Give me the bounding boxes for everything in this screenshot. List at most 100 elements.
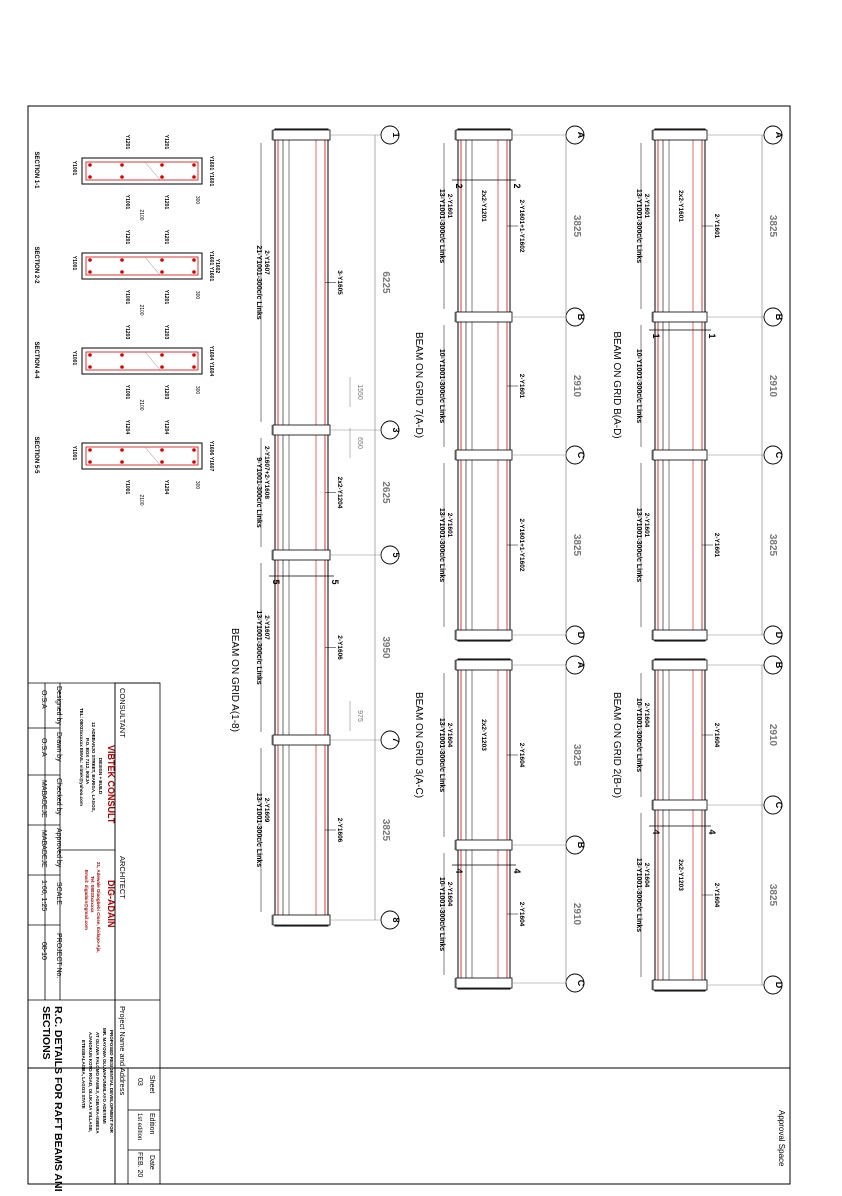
beams-group: ABCD3825291038252-Y16012x2-Y16012-Y16011…: [229, 125, 784, 995]
consultant-line-2: P.O. BOX 7112, IKEJA: [85, 738, 90, 785]
project-line-3: AT OLUWA FALOMO FAMILY, AGBARA-IGBESA: [95, 1032, 100, 1134]
beam-grid2-span-dim-0: 2910: [767, 724, 778, 747]
beam-gridA-subdim-2: 975: [356, 710, 363, 722]
beam-grid7: ABCD3825291038252-Y1601+1-Y16022x2-Y1201…: [413, 125, 586, 645]
beam-grid3-grid-label-0: A: [576, 662, 586, 669]
project-line-1: PROPOSED RESIDENTIAL DEVELOPMENT FOR: [109, 1030, 114, 1134]
section-1-right-bar-1: Y1001: [124, 290, 130, 305]
section-0-links: [85, 161, 199, 181]
beam-gridA-top-bar-label-0: 3-Y1605: [336, 270, 343, 295]
section-0-width-dim: 2100: [138, 209, 144, 220]
beam-gridA-span-dim-3: 3825: [380, 819, 391, 842]
section-0-bar-top-2: [160, 163, 164, 167]
section-2-left-bar-2: Y1203: [163, 325, 169, 340]
beam-gridB-grid-bubble-1: [763, 307, 783, 327]
section-0-right-bar-2: Y1201: [163, 195, 169, 210]
beam-gridA-grid-label-3: 7: [391, 737, 401, 742]
sheet-label: Sheet: [148, 1075, 155, 1093]
beam-gridB-grid-label-3: D: [774, 632, 784, 639]
beam-gridA-bottom-bar-label-2: 2-Y1607: [263, 615, 270, 640]
beam-grid7-grid-label-2: C: [576, 452, 586, 459]
beam-gridB-span-dim-0: 3825: [767, 215, 778, 238]
section-2-bar-top-2: [160, 353, 164, 357]
section-0-links-label: Y1001: [71, 161, 77, 176]
beam-gridA-links-label-3: 13-Y1001-300c/c Links: [255, 793, 262, 867]
beam-grid3-bottom-bar-label-1: 2-Y1604: [446, 882, 453, 907]
beam-gridA-bottom-bar-label-3: 2-Y1609: [263, 798, 270, 823]
beam-grid7-links-label-2: 13-Y1001-300c/c Links: [438, 508, 445, 582]
drawing-title: R.C. DETAILS FOR RAFT BEAMS AND SECTIONS: [40, 1006, 64, 1191]
beam-grid7-bottom-bar-label-0: 2-Y1601: [446, 194, 453, 219]
section-2-links: [85, 351, 199, 371]
beam-gridA-grid-label-0: 1: [391, 132, 401, 137]
beam-gridA-grid-label-2: 5: [391, 552, 401, 557]
section-0-depth-dim: 300: [194, 196, 200, 205]
section-0-bar-bot-3: [192, 175, 196, 179]
beam-gridB-grid-label-1: B: [774, 314, 784, 321]
section-0-left-bar-1: Y1201: [124, 135, 130, 150]
section-1-left-bar-1: Y1201: [124, 230, 130, 245]
section-3-bar-top-0: [88, 448, 92, 452]
section-3-bar-bot-0: [88, 460, 92, 464]
checked-by-label: Checked by: [55, 778, 62, 815]
section-2-right-bar-1: Y1001: [124, 385, 130, 400]
scale-value: 1:60, 1:25: [40, 880, 47, 911]
section-0-bar-bot-0: [88, 175, 92, 179]
approved-by-label: Approved by: [55, 828, 62, 868]
beam-grid3-links-label-0: 13-Y1001-300c/c Links: [438, 718, 445, 792]
beam-gridB-top-bar-label-2: 2-Y1601: [713, 533, 720, 558]
section-3-left-bar-2: Y1204: [163, 420, 169, 435]
beam-gridA-links-label-1: 9-Y1001-300c/c Links: [255, 457, 262, 528]
beam-grid2-grid-bubble-2: [763, 975, 783, 995]
beam-grid2-column-0: [652, 659, 708, 671]
beam-gridA-column-0: [272, 129, 331, 141]
beam-grid3-span-dim-1: 2910: [571, 903, 582, 926]
section-1-bar-bot-2: [160, 270, 164, 274]
beam-gridB-outline: [654, 128, 706, 642]
beam-grid7-top-bar-label-0: 2-Y1601+1-Y1602: [518, 200, 525, 253]
beam-gridA-span-dim-2: 3950: [380, 636, 391, 659]
architect-line-1: 21, Adewale Olaogbebi Close, Ibidapo-Aja…: [96, 862, 101, 953]
beam-grid2-top-bar-label-1: 2-Y1604: [713, 883, 720, 908]
drawn-by-label: Drawn by: [55, 732, 62, 762]
edition-value: 1st edition: [136, 1113, 142, 1140]
beam-grid7-bottom-bar-label-2: 2-Y1601: [446, 513, 453, 538]
beam-gridB-span-dim-2: 3825: [767, 534, 778, 557]
architect-line-3: Email: digadain@gmail.com: [84, 870, 89, 930]
architect-line-2: Tel: 08033xxxxxx: [90, 876, 95, 913]
section-1-links: [85, 256, 199, 276]
section-0-bar-bot-1: [120, 175, 124, 179]
section-2-width-dim: 2100: [138, 399, 144, 410]
beam-gridB-links-label-1: 10-Y1001-300c/c Links: [635, 349, 642, 423]
section-3-bar-top-2: [160, 448, 164, 452]
beam-gridA-top-bar-label-3: 2-Y1606: [336, 818, 343, 843]
beam-grid3-title: BEAM ON GRID 3(A-C): [413, 692, 424, 798]
sheet-border: [27, 105, 791, 1185]
beam-grid7-span-dim-2: 3825: [571, 534, 582, 557]
beam-gridA-subdim-0: 1550: [356, 384, 363, 400]
section-3-bar-bot-2: [160, 460, 164, 464]
section-2-outline: [81, 347, 203, 375]
consultant-label: CONSULTANT: [118, 688, 127, 738]
designed-by-value: O.S.A: [40, 690, 47, 709]
beam-gridB-bottom-bar-label-0: 2-Y1601: [643, 194, 650, 219]
beam-gridB-grid-bubble-2: [763, 445, 783, 465]
architect-name: DIG-ADAIN: [106, 880, 116, 928]
beam-gridB-top-bar-label-0: 2-Y1601: [713, 214, 720, 239]
beam-gridA-outline: [274, 128, 329, 927]
section-1-top-label: Y1601: [208, 251, 214, 266]
beam-grid7-column-0: [455, 129, 513, 141]
section-2-bar-top-3: [192, 353, 196, 357]
scale-label: SCALE: [55, 882, 62, 905]
beam-gridB-links-label-0: 13-Y1001-300c/c Links: [635, 189, 642, 263]
beam-grid7-section-mark-a: 2: [454, 183, 464, 188]
beam-gridA-column-1: [272, 424, 331, 436]
beam-gridA-bottom-bar-label-1: 2-Y1607+2-Y1608: [263, 446, 270, 499]
beam-grid2-extra-bar-label-1: 2x2-Y1203: [677, 859, 684, 891]
beam-gridA: 1357862252625395038253-Y16052-Y160721-Y1…: [229, 125, 401, 930]
beam-grid2-title: BEAM ON GRID 2(B-D): [611, 692, 622, 798]
